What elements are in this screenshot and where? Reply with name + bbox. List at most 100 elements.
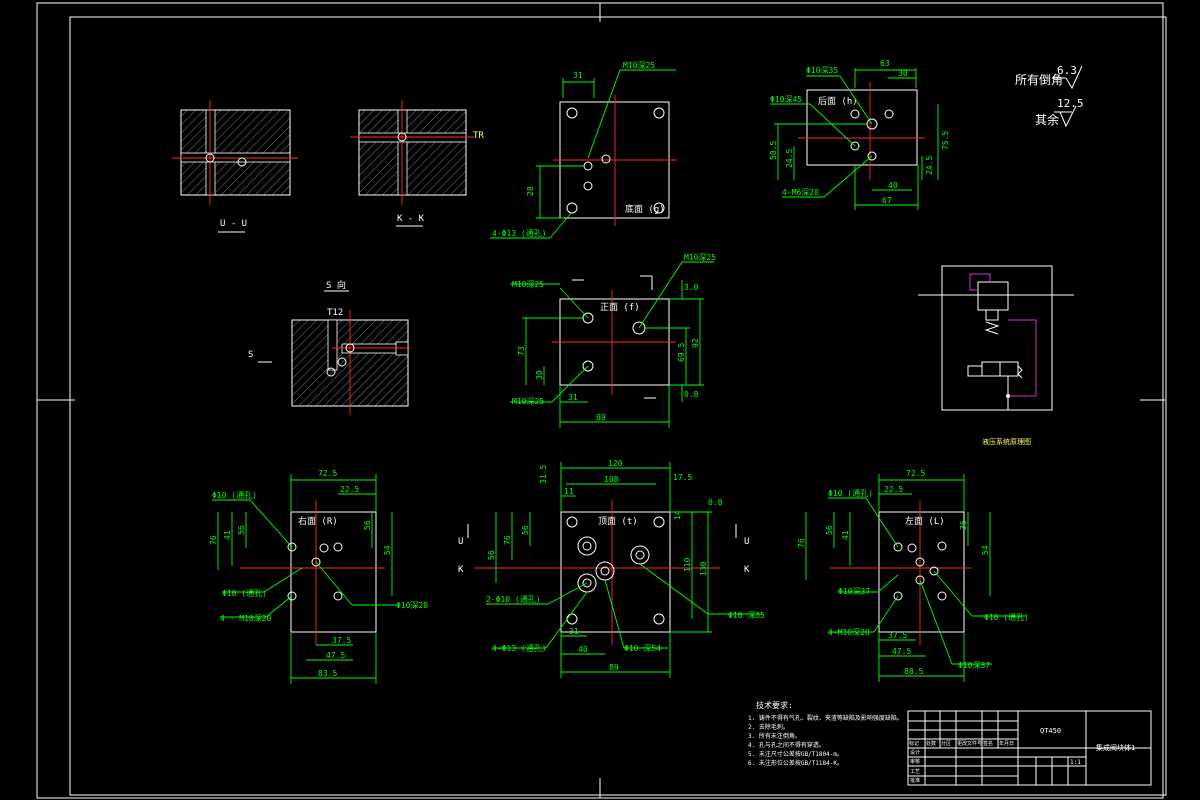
note-3: 3. 所有未注倒角。 bbox=[748, 732, 801, 740]
right-callout-1: Φ10 (通孔) bbox=[212, 490, 257, 500]
svg-text:分区: 分区 bbox=[941, 740, 951, 747]
rear-callout-1: Φ10深35 bbox=[806, 66, 838, 75]
right-callout-4: Φ10深28 bbox=[396, 601, 428, 610]
svg-text:92: 92 bbox=[691, 338, 700, 348]
svg-text:63: 63 bbox=[880, 59, 890, 68]
left-face-label: 左面 (L) bbox=[905, 515, 945, 527]
top-callout-4: Φ10 深35 bbox=[728, 611, 765, 620]
svg-text:130: 130 bbox=[699, 561, 708, 576]
label-kk: K - K bbox=[397, 214, 425, 224]
svg-text:年月日: 年月日 bbox=[999, 740, 1014, 747]
svg-text:73: 73 bbox=[517, 346, 526, 356]
note-1: 1. 铸件不得有气孔、裂纹、夹渣等缺陷及影响强度缺陷。 bbox=[748, 714, 903, 722]
svg-text:工艺: 工艺 bbox=[910, 769, 920, 775]
top-mark-u-right: U bbox=[744, 537, 749, 547]
view-right-face: 右面 (R) 72.5 22.5 41 56 76 56 54 37.5 47.… bbox=[209, 469, 428, 684]
svg-text:11: 11 bbox=[564, 487, 574, 496]
svg-text:处数: 处数 bbox=[926, 740, 936, 747]
view-top-face: 顶面 (t) 120 108 17.5 31.5 11 14 0.8 56 76… bbox=[458, 459, 765, 678]
svg-text:108: 108 bbox=[604, 475, 619, 484]
svg-text:76: 76 bbox=[503, 535, 512, 545]
svg-text:30: 30 bbox=[535, 370, 544, 380]
note-5: 5. 未注尺寸公差按GB/T1804-m。 bbox=[748, 750, 843, 758]
svg-text:67: 67 bbox=[882, 196, 892, 205]
top-callout-1: 2-Φ10 (通孔) bbox=[486, 594, 541, 604]
svg-text:31: 31 bbox=[568, 393, 578, 402]
svg-text:56: 56 bbox=[521, 525, 530, 535]
roughness-all-value: 6.3 bbox=[1057, 64, 1077, 77]
svg-text:83.5: 83.5 bbox=[318, 669, 337, 678]
svg-text:72.5: 72.5 bbox=[318, 469, 337, 478]
svg-text:40: 40 bbox=[578, 645, 588, 654]
rear-callout-2: Φ10深45 bbox=[770, 95, 802, 104]
view-left-face: 左面 (L) 72.5 22.5 41 56 76 36 54 37.5 47.… bbox=[797, 469, 1029, 682]
svg-text:56: 56 bbox=[825, 525, 834, 535]
left-callout-5: Φ10深37 bbox=[958, 661, 990, 670]
hydraulic-schematic: 液压系统原理图 bbox=[918, 265, 1074, 446]
svg-text:31.5: 31.5 bbox=[539, 465, 548, 484]
front-callout-3: M10深25 bbox=[512, 397, 544, 406]
svg-text:3.0: 3.0 bbox=[684, 283, 699, 292]
svg-text:28: 28 bbox=[526, 186, 535, 196]
svg-text:56: 56 bbox=[487, 550, 496, 560]
top-callout-3: Φ10 深54 bbox=[624, 644, 661, 653]
svg-text:89: 89 bbox=[609, 663, 619, 672]
svg-text:17.5: 17.5 bbox=[673, 473, 692, 482]
section-uu: U - U bbox=[172, 100, 298, 233]
roughness-block: 所有倒角 6.3 其余 12.5 bbox=[1015, 64, 1084, 128]
svg-text:54: 54 bbox=[981, 545, 990, 555]
svg-text:56: 56 bbox=[237, 525, 246, 535]
roughness-all-label: 所有倒角 bbox=[1015, 73, 1063, 87]
top-mark-k-right: K bbox=[744, 565, 750, 575]
view-s: S 向 T12 S bbox=[248, 279, 410, 415]
svg-text:40: 40 bbox=[888, 181, 898, 190]
roughness-rest-label: 其余 bbox=[1035, 112, 1059, 127]
svg-text:36: 36 bbox=[959, 520, 968, 530]
svg-text:41: 41 bbox=[841, 530, 850, 540]
svg-text:22.5: 22.5 bbox=[340, 485, 359, 494]
svg-text:标记: 标记 bbox=[909, 740, 919, 747]
bottom-callout-m10: M10深25 bbox=[623, 61, 655, 70]
svg-text:31: 31 bbox=[573, 71, 583, 80]
svg-text:76: 76 bbox=[209, 535, 218, 545]
section-kk: K - K TR bbox=[350, 100, 484, 227]
title-block: 标记 处数 分区 更改文件号 签名 年月日 设计 审核 工艺 批准 QT450 … bbox=[907, 710, 1152, 786]
svg-text:75.5: 75.5 bbox=[941, 131, 950, 150]
svg-text:37.5: 37.5 bbox=[332, 636, 351, 645]
label-tr: TR bbox=[473, 131, 484, 141]
svg-text:89: 89 bbox=[596, 413, 606, 422]
svg-text:54: 54 bbox=[383, 545, 392, 555]
view-rear-face: 后面 (h) 63 30 50.5 24.5 75.5 24.5 40 67 Φ… bbox=[769, 59, 950, 210]
svg-text:31: 31 bbox=[569, 627, 579, 636]
label-s-view: S 向 bbox=[326, 279, 346, 291]
note-2: 2. 去除毛刺。 bbox=[748, 723, 789, 731]
svg-text:88.5: 88.5 bbox=[904, 667, 923, 676]
view-front-face: 正面 (f) M10深25 M10深25 M10深25 3.0 73 30 69… bbox=[510, 253, 716, 428]
svg-text:22.5: 22.5 bbox=[884, 485, 903, 494]
svg-text:30: 30 bbox=[898, 69, 908, 78]
top-mark-u-left: U bbox=[458, 537, 463, 547]
title-material: QT450 bbox=[1040, 727, 1061, 735]
svg-text:76: 76 bbox=[797, 538, 806, 548]
svg-text:110: 110 bbox=[683, 557, 692, 572]
svg-text:72.5: 72.5 bbox=[906, 469, 925, 478]
top-callout-2: 4-Φ13 (通孔) bbox=[492, 643, 547, 653]
svg-text:审核: 审核 bbox=[910, 758, 920, 765]
svg-text:41: 41 bbox=[223, 530, 232, 540]
bottom-face-label: 底面 (g) bbox=[625, 203, 665, 215]
notes-title: 技术要求: bbox=[756, 700, 793, 710]
rear-face-label: 后面 (h) bbox=[818, 96, 858, 107]
svg-text:120: 120 bbox=[608, 459, 623, 468]
svg-text:14: 14 bbox=[673, 510, 682, 520]
front-callout-1: M10深25 bbox=[512, 280, 544, 289]
left-callout-4: Φ10 (通孔) bbox=[984, 612, 1029, 622]
svg-text:69.5: 69.5 bbox=[677, 343, 686, 362]
left-callout-1: Φ10 (通孔) bbox=[828, 488, 873, 498]
label-t12: T12 bbox=[327, 308, 343, 318]
schematic-caption: 液压系统原理图 bbox=[982, 437, 1031, 446]
title-drawing-name: 集成阀块体1 bbox=[1096, 743, 1135, 752]
svg-text:签名: 签名 bbox=[983, 740, 993, 747]
front-callout-2: M10深25 bbox=[684, 253, 716, 262]
left-callout-3: 4-M10深20 bbox=[828, 628, 870, 637]
